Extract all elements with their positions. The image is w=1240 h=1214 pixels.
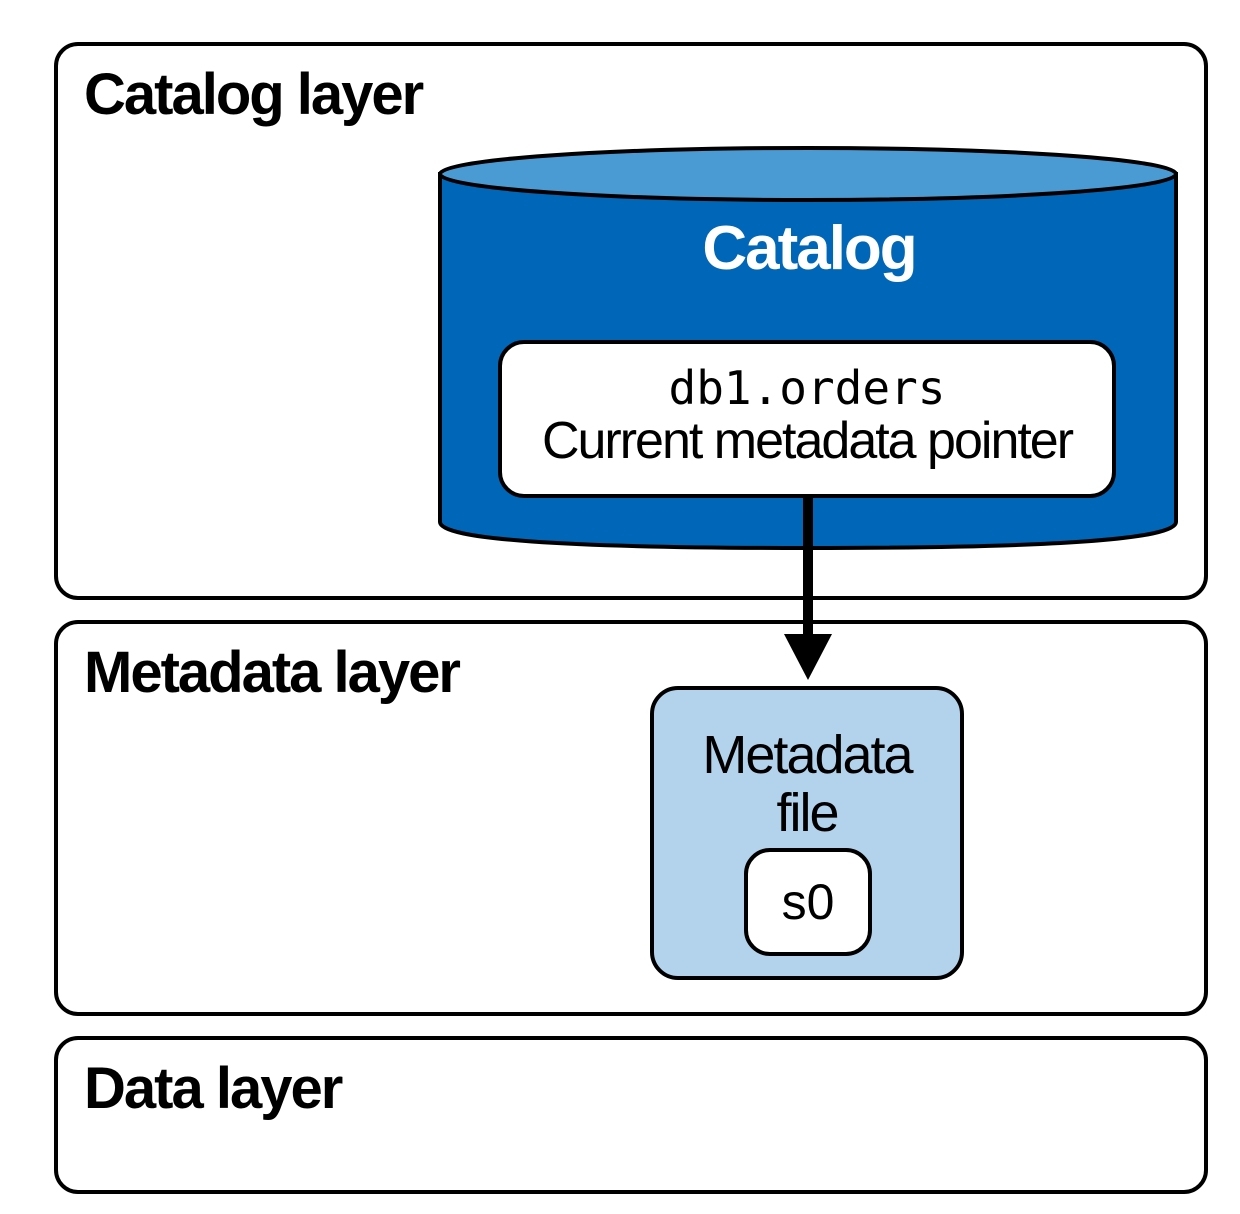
metadata-file-label: Metadata file [654,726,960,843]
table-name: db1.orders [668,361,946,415]
metadata-file-label-line1: Metadata [702,725,913,785]
pointer-label: Current metadata pointer [541,412,1074,471]
catalog-layer-title: Catalog layer [84,62,424,127]
catalog-title: Catalog [702,214,917,283]
snapshot-s0: s0 [744,848,872,956]
data-layer-title: Data layer [84,1056,343,1121]
metadata-layer: Metadata layer [54,620,1208,1016]
metadata-layer-title: Metadata layer [84,640,461,705]
metadata-file-label-line2: file [776,783,839,844]
metadata-pointer-entry: db1.orders Current metadata pointer [498,340,1116,498]
catalog-layer: Catalog layer [54,42,1208,600]
data-layer: Data layer [54,1036,1208,1194]
metadata-file: Metadata file s0 [650,686,964,980]
